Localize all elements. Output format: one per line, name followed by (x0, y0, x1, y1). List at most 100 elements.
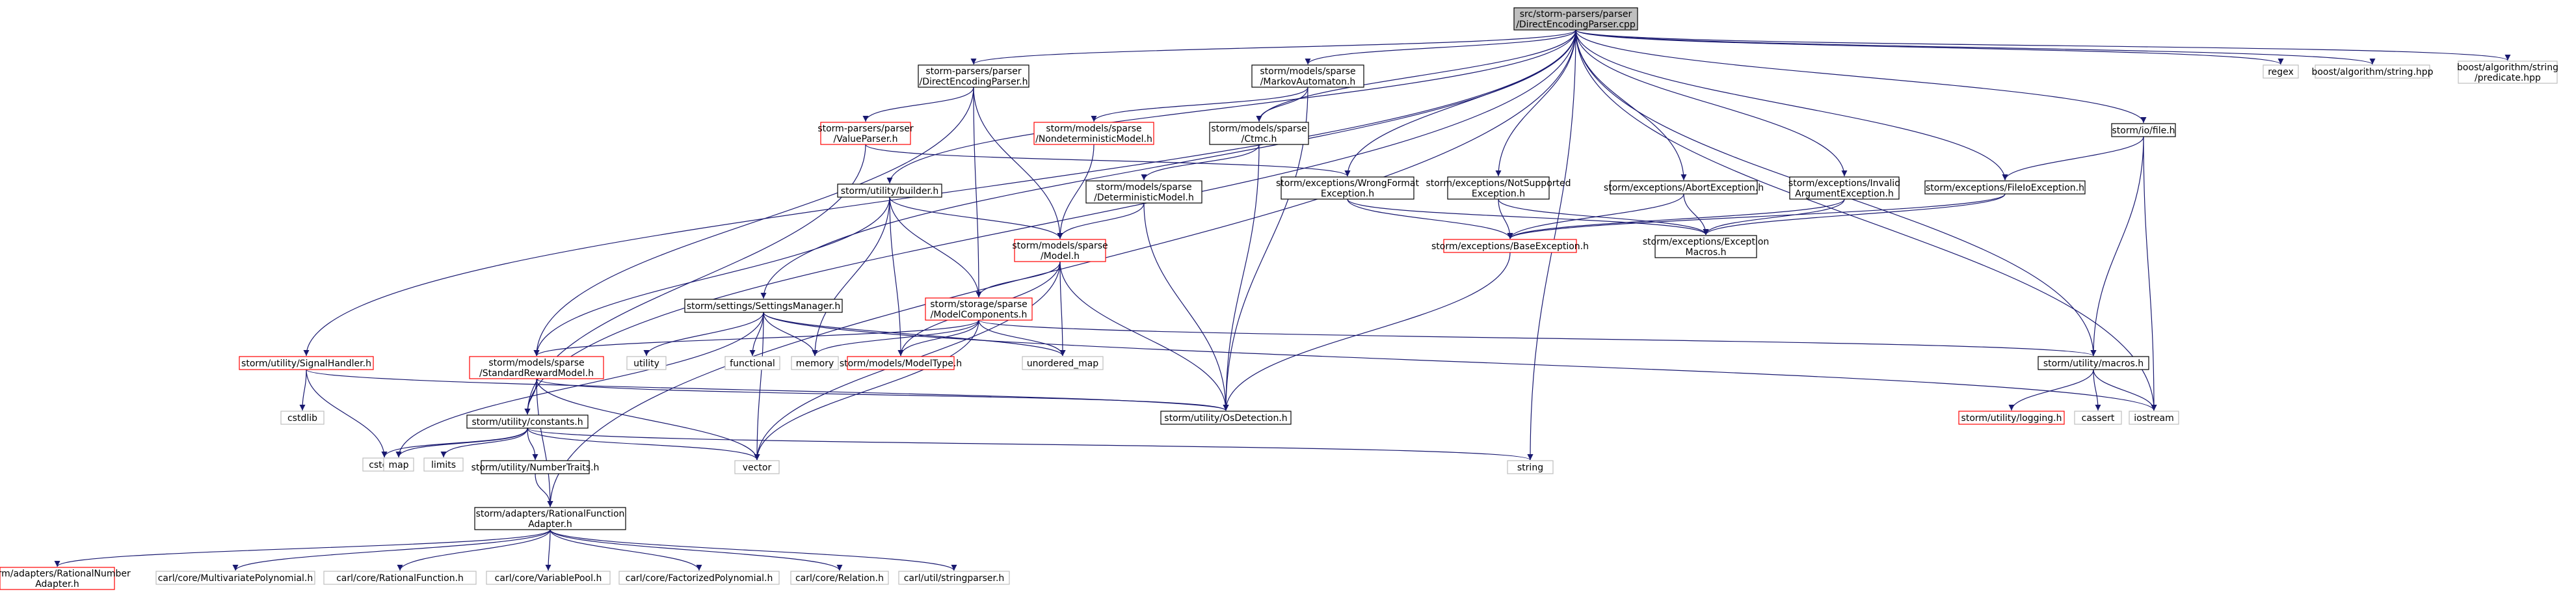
node-storm-utility-logging-h[interactable]: storm/utility/logging.h (1958, 411, 2065, 425)
edge-root-to-iostream (1575, 29, 2157, 411)
node-label-line: cassert (2082, 413, 2115, 424)
edge-settings-to-map (395, 312, 764, 458)
node-box (1085, 180, 1202, 204)
include-edges (54, 29, 2511, 571)
node-label-line: storm-parsers/parser (817, 124, 914, 134)
edge-root-to-builder (886, 29, 1576, 184)
node-storm-exceptions-fileioexception-h[interactable]: storm/exceptions/FileIoException.h (1924, 180, 2086, 195)
node-label-line: limits (431, 460, 456, 470)
node-functional: functional (724, 356, 780, 370)
edge-iae-to-base (1507, 198, 1845, 239)
edge-builder-to-memory (812, 196, 890, 357)
edge-mc-to-umap (978, 319, 1066, 357)
node-box (469, 356, 604, 379)
edge-settings-to-utility (643, 312, 764, 357)
node-label-line: storm-parsers/parser (925, 66, 1022, 77)
node-storm-models-sparse-ctmc-h[interactable]: storm/models/sparse/Ctmc.h (1209, 122, 1309, 145)
node-label-line: vector (743, 463, 772, 473)
node-box (790, 571, 889, 585)
node-storm-utility-constants-h[interactable]: storm/utility/constants.h (466, 414, 589, 429)
node-box (2074, 411, 2122, 425)
edge-rfa-to-sp (550, 529, 957, 571)
node-storm-utility-signalhandler-h[interactable]: storm/utility/SignalHandler.h (239, 356, 374, 370)
edge-dep-to-model (973, 87, 1063, 239)
node-box (1958, 411, 2065, 425)
node-storm-utility-macros-h[interactable]: storm/utility/macros.h (2038, 356, 2149, 370)
edge-rfa-to-rel (550, 529, 843, 571)
edge-root-to-ma (1305, 29, 1576, 65)
node-label-line: storm/utility/OsDetection.h (1164, 413, 1287, 424)
node-box (791, 356, 839, 370)
node-storm-models-sparse-nondeterministicmodel-h[interactable]: storm/models/sparse/NondeterministicMode… (1033, 122, 1154, 145)
node-carl-core-multivariatepolynomial-h: carl/core/MultivariatePolynomial.h (155, 571, 315, 585)
edge-root-to-wfe (1344, 29, 1576, 177)
node-storm-models-modeltype-h[interactable]: storm/models/ModelType.h (840, 356, 962, 370)
node-box (626, 356, 667, 370)
node-label-line: storm/utility/logging.h (1961, 413, 2062, 424)
edge-rfa-to-fp (550, 529, 702, 571)
node-storm-models-sparse-deterministicmodel-h[interactable]: storm/models/sparse/DeterministicModel.h (1085, 180, 1202, 204)
node-box (684, 299, 843, 313)
edge-model-to-mc (976, 261, 1061, 298)
edge-file-to-iostream (2143, 136, 2157, 411)
node-label-line: map (388, 460, 408, 470)
node-utility: utility (626, 356, 667, 370)
edge-constants-to-string (527, 427, 1534, 461)
edge-dtm-to-model (1057, 202, 1145, 239)
node-storm-exceptions-abortexception-h[interactable]: storm/exceptions/AbortException.h (1604, 180, 1764, 195)
node-label-line: /Ctmc.h (1242, 134, 1277, 144)
node-storm-parsers-parser-valueparser-h[interactable]: storm-parsers/parser/ValueParser.h (817, 122, 914, 145)
node-src-storm-parsers-parser-directencodingparser-cpp[interactable]: src/storm-parsers/parser/DirectEncodingP… (1513, 7, 1638, 31)
edge-settings-to-iostream (763, 312, 2157, 411)
node-box (1924, 180, 2086, 195)
edge-root-to-nse (1495, 29, 1576, 177)
edge-abort-to-emacros (1683, 193, 1709, 236)
node-storm-models-sparse-markovautomaton-h[interactable]: storm/models/sparse/MarkovAutomaton.h (1251, 64, 1364, 88)
edge-ma-to-ctmc (1256, 87, 1308, 122)
node-label-line: storm/utility/SignalHandler.h (241, 359, 371, 369)
node-box (1443, 239, 1577, 253)
node-storm-exceptions-baseexception-h[interactable]: storm/exceptions/BaseException.h (1431, 239, 1589, 253)
node-box (1209, 122, 1309, 145)
edge-rfa-to-mvp (232, 529, 551, 571)
node-label-line: ArgumentException.h (1795, 189, 1894, 199)
node-storm-io-file-h[interactable]: storm/io/file.h (2111, 123, 2176, 137)
edge-fioe-to-emacros (1703, 193, 2006, 236)
node-storm-utility-numbertraits-h[interactable]: storm/utility/NumberTraits.h (471, 460, 600, 474)
node-label-line: carl/core/FactorizedPolynomial.h (626, 573, 773, 584)
edge-nse-to-emacros (1498, 198, 1709, 236)
node-label-line: /DirectEncodingParser.h (919, 77, 1028, 87)
edge-root-to-fioe (1575, 29, 2008, 181)
node-storm-settings-settingsmanager-h[interactable]: storm/settings/SettingsManager.h (684, 299, 843, 313)
node-label-line: memory (796, 359, 834, 369)
node-box (2111, 123, 2176, 137)
edge-macros-to-logging (2008, 369, 2094, 411)
edge-constants-to-map (395, 427, 528, 458)
node-label-line: storm/exceptions/WrongFormat (1276, 178, 1419, 189)
edge-numtraits-to-rfa (535, 473, 553, 508)
edge-builder-to-model (889, 196, 1063, 239)
node-box (481, 460, 590, 474)
node-cassert: cassert (2074, 411, 2122, 425)
node-storm-utility-builder-h[interactable]: storm/utility/builder.h (837, 183, 942, 198)
node-storm-exceptions-invalidargumentexception-h[interactable]: storm/exceptions/InvalidArgumentExceptio… (1788, 176, 1900, 200)
node-storm-models-sparse-model-h[interactable]: storm/models/sparse/Model.h (1012, 239, 1108, 262)
node-storm-storage-sparse-modelcomponents-h[interactable]: storm/storage/sparse/ModelComponents.h (925, 297, 1033, 321)
edge-signal-to-cstdlib (299, 369, 307, 411)
node-label-line: carl/core/VariablePool.h (495, 573, 602, 584)
node-storm-utility-osdetection-h[interactable]: storm/utility/OsDetection.h (1160, 411, 1292, 425)
node-label-line: carl/util/stringparser.h (904, 573, 1005, 584)
edge-root-to-file (1575, 29, 2147, 124)
edge-builder-to-mc (889, 196, 982, 298)
edge-mc-to-macros (978, 319, 2096, 357)
node-iostream: iostream (2129, 411, 2179, 425)
node-storm-models-sparse-standardrewardmodel-h[interactable]: storm/models/sparse/StandardRewardModel.… (469, 356, 604, 379)
node-box (2458, 61, 2558, 84)
node-storm-parsers-parser-directencodingparser-h[interactable]: storm-parsers/parser/DirectEncodingParse… (918, 64, 1029, 88)
edge-root-to-ctmc (1256, 29, 1576, 122)
